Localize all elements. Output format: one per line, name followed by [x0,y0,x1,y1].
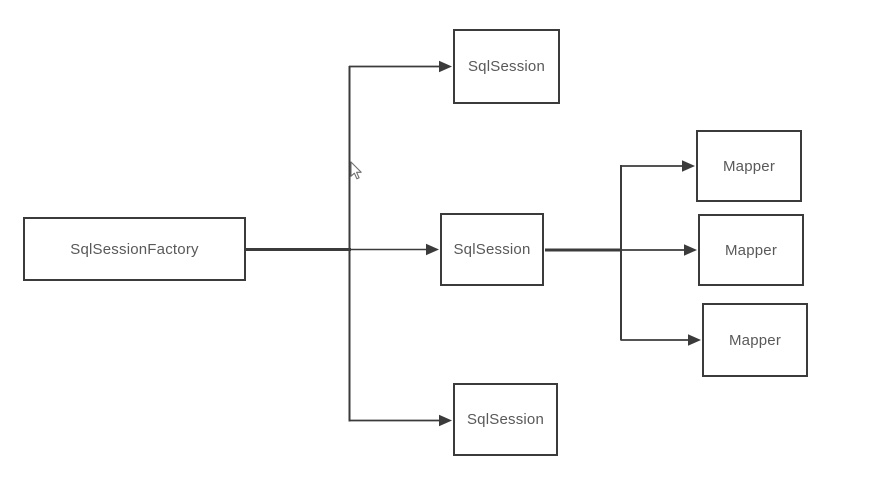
node-sqlsession-top[interactable]: SqlSession [453,29,560,104]
node-label: SqlSessionFactory [70,240,199,258]
edge-session-trunk [545,165,622,341]
edge-factory-to-session-middle [351,243,439,256]
edge-session-to-mapper-middle [622,244,697,256]
node-mapper-top[interactable]: Mapper [696,130,802,202]
node-label: Mapper [728,331,782,349]
node-sqlsession-bottom[interactable]: SqlSession [453,383,558,456]
edge-factory-trunk [245,66,351,422]
node-label: Mapper [722,157,776,175]
node-sqlsessionfactory[interactable]: SqlSessionFactory [23,217,246,281]
node-label: SqlSession [453,241,531,258]
edge-factory-to-session-bottom [349,414,452,427]
node-label: Mapper [724,241,778,259]
edge-factory-to-session-top [349,60,452,73]
edge-session-to-mapper-top [621,160,695,172]
node-mapper-middle[interactable]: Mapper [698,214,804,286]
node-label: SqlSession [467,58,546,75]
node-label: SqlSession [466,411,545,428]
node-mapper-bottom[interactable]: Mapper [702,303,808,377]
edge-session-to-mapper-bottom [621,334,701,346]
node-sqlsession-middle[interactable]: SqlSession [440,213,544,286]
